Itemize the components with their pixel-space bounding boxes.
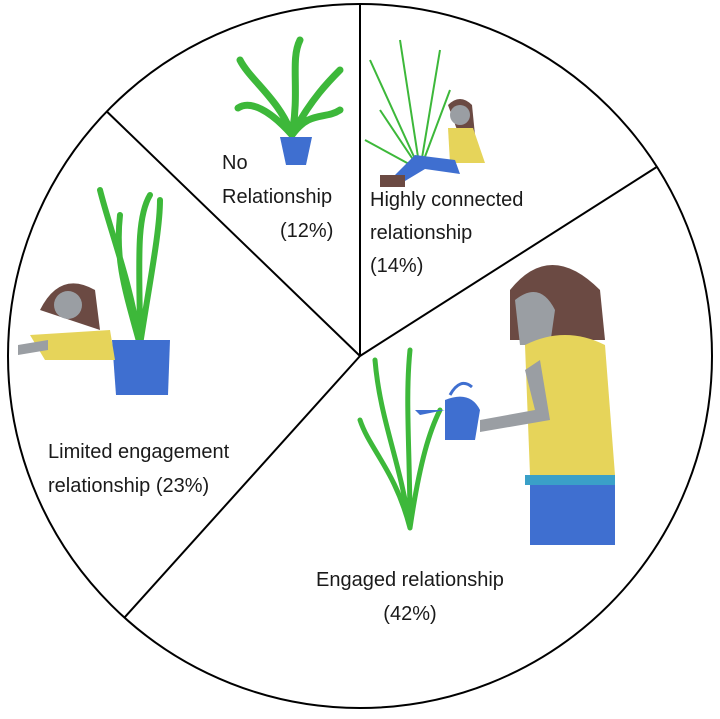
slice-label-engaged: Engaged relationship (42%) (316, 563, 504, 631)
divider-upper-left (106, 110, 361, 357)
label-line: Relationship (222, 186, 333, 208)
illustration-engaged (357, 265, 615, 545)
illustration-no-relationship (234, 36, 344, 165)
label-line: (12%) (280, 220, 334, 242)
divider-right (359, 166, 658, 357)
slice-label-no-relationship: No Relationship (12%) (222, 146, 333, 248)
label-line: No (222, 152, 248, 174)
label-line: Engaged relationship (316, 569, 504, 591)
illustration-highly-connected (364, 39, 485, 187)
label-line: (42%) (383, 603, 437, 625)
divider-lower-left (123, 355, 361, 619)
label-line: (14%) (370, 255, 424, 277)
label-line: relationship (23%) (48, 475, 210, 497)
slice-label-highly-connected: Highly connected relationship (14%) (370, 184, 523, 283)
label-line: Limited engagement (48, 441, 230, 463)
illustration-limited-engagement (18, 187, 170, 395)
label-line: Highly connected (370, 189, 524, 211)
label-line: relationship (370, 222, 473, 244)
slice-label-limited-engagement: Limited engagement relationship (23%) (48, 435, 229, 503)
